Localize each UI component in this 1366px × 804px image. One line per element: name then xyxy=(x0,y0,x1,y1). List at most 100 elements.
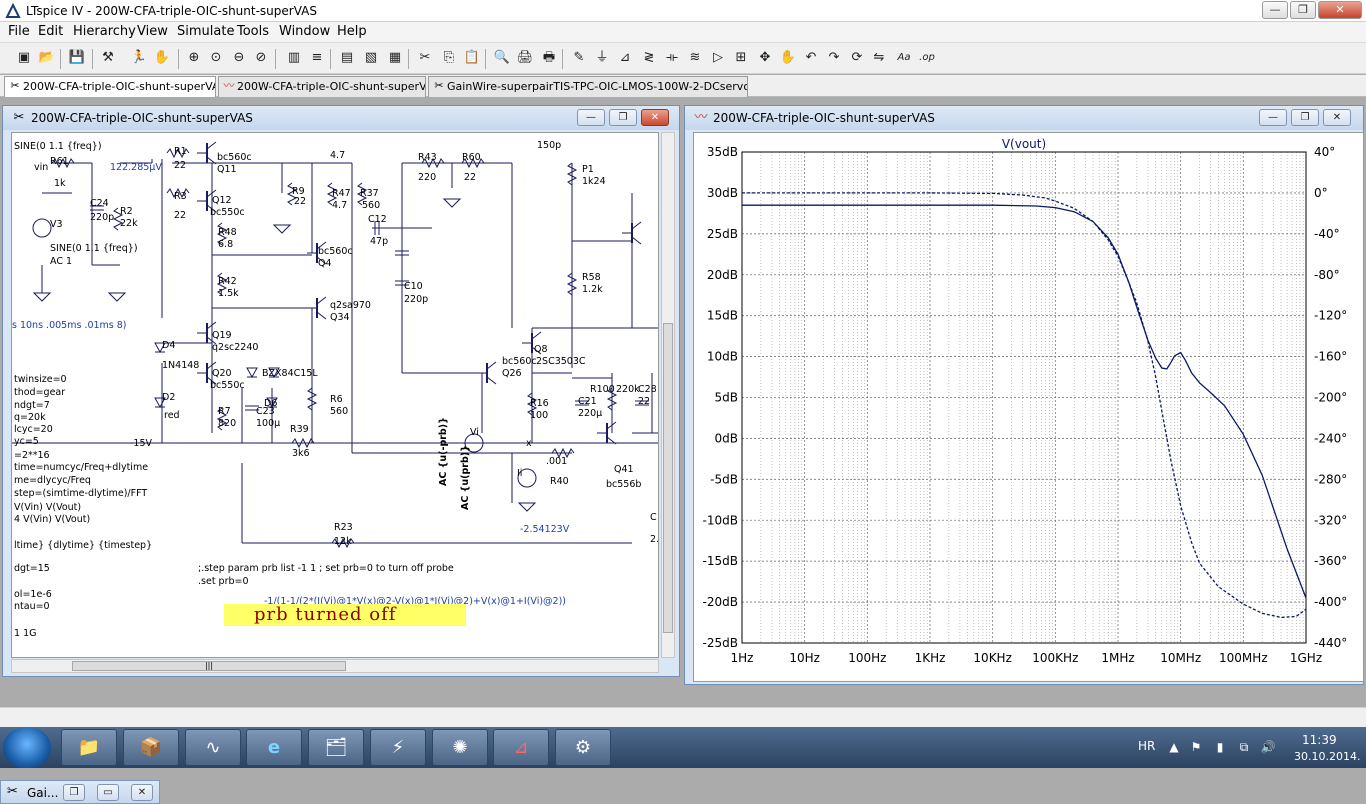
oscilloscope-icon[interactable]: ∿ xyxy=(185,729,241,766)
print-icon[interactable]: 🖨 xyxy=(516,50,534,65)
tile-horizontal-icon[interactable]: ▤ xyxy=(340,50,354,65)
menu-hierarchy[interactable]: Hierarchy xyxy=(73,24,136,39)
drag-icon[interactable]: ✋ xyxy=(779,50,797,65)
diode-icon[interactable]: ▷ xyxy=(713,50,723,65)
schematic-label: R2 xyxy=(120,206,133,217)
transistor-symbol xyxy=(206,141,217,150)
vertical-scroll-thumb[interactable] xyxy=(663,323,673,633)
capacitor-icon[interactable]: ⟛ xyxy=(666,50,678,65)
schematic-label: 1N4148 xyxy=(162,360,199,371)
minimized-close-button[interactable]: ✕ xyxy=(131,784,153,801)
undo-icon[interactable]: ↶ xyxy=(805,50,817,65)
print-preview-icon[interactable]: 🖶 xyxy=(542,50,556,65)
tile-vertical-icon[interactable]: ▧ xyxy=(364,50,378,65)
explorer-icon[interactable]: 📁 xyxy=(61,729,117,766)
component-icon[interactable]: ⊞ xyxy=(735,50,747,65)
close-button[interactable]: ✕ xyxy=(1318,1,1362,19)
tab-label: 200W-CFA-triple-OIC-shunt-superVAS xyxy=(23,80,216,93)
schematic-label: 220k xyxy=(616,384,640,395)
cut-icon[interactable]: ✂ xyxy=(419,50,431,65)
menu-simulate[interactable]: Simulate xyxy=(177,24,235,39)
tab-waveform[interactable]: 〰 200W-CFA-triple-OIC-shunt-superVAS xyxy=(218,76,426,97)
gear-app-icon[interactable]: ⚙ xyxy=(555,729,611,766)
schematic-minimize-button[interactable]: — xyxy=(577,109,605,126)
text-icon[interactable]: Aa xyxy=(897,52,911,63)
schematic-close-button[interactable]: ✕ xyxy=(641,109,669,126)
control-panel-icon[interactable]: ⚒ xyxy=(102,50,114,65)
ground-symbol xyxy=(517,502,537,512)
new-schematic-icon[interactable]: ▣ xyxy=(17,50,31,65)
zoom-fit-icon[interactable]: ⊙ xyxy=(210,50,222,65)
language-indicator[interactable]: HR xyxy=(1138,739,1156,753)
zoom-in-icon[interactable]: ⊕ xyxy=(188,50,200,65)
network-icon[interactable]: ⧉ xyxy=(1239,740,1249,754)
minimized-maximize-button[interactable]: ▭ xyxy=(97,784,119,801)
schematic-label: D4 xyxy=(162,340,175,351)
folder-icon[interactable]: 🗂 xyxy=(308,729,364,766)
open-icon[interactable]: 📂 xyxy=(38,50,56,65)
paste-icon[interactable]: 📋 xyxy=(463,50,481,65)
clock-time[interactable]: 11:39 xyxy=(1302,733,1337,747)
device-icon[interactable]: ▮ xyxy=(1216,740,1224,754)
tab-schematic[interactable]: ✂ 200W-CFA-triple-OIC-shunt-superVAS xyxy=(4,76,216,97)
label-icon[interactable]: ⊿ xyxy=(619,50,631,65)
menu-window[interactable]: Window xyxy=(279,24,331,39)
minimized-restore-button[interactable]: ❐ xyxy=(63,784,85,801)
cascade-icon[interactable]: ▦ xyxy=(388,50,402,65)
menu-help[interactable]: Help xyxy=(337,24,367,39)
start-button[interactable] xyxy=(3,728,51,768)
schematic-label: x xyxy=(526,438,532,449)
volume-icon[interactable]: 🔊 xyxy=(1260,740,1276,754)
x-tick-label: 10MHz xyxy=(1160,651,1201,665)
package-icon[interactable]: 📦 xyxy=(123,729,179,766)
flag-icon[interactable]: ⚑ xyxy=(1190,740,1202,754)
resistor-icon[interactable]: ≷ xyxy=(643,50,655,65)
ground-icon[interactable]: ⏚ xyxy=(595,50,609,65)
waveform-close-button[interactable]: ✕ xyxy=(1323,109,1351,126)
cancel-zoom-icon[interactable]: ⊘ xyxy=(255,50,267,65)
menu-edit[interactable]: Edit xyxy=(38,24,64,39)
show-hidden-icons-icon[interactable]: ▲ xyxy=(1169,740,1179,754)
pdf-icon[interactable]: ⊿ xyxy=(493,729,549,766)
mark-icon[interactable]: ≡ xyxy=(311,50,323,65)
inductor-icon[interactable]: ≋ xyxy=(689,50,701,65)
move-icon[interactable]: ✥ xyxy=(759,50,771,65)
splat-icon[interactable]: ✺ xyxy=(432,729,488,766)
ltspice-icon[interactable]: ⚡ xyxy=(370,729,426,766)
waveform-minimize-button[interactable]: — xyxy=(1259,109,1287,126)
copy-icon[interactable]: ⎘ xyxy=(443,50,455,65)
halt-icon[interactable]: ✋ xyxy=(153,50,171,65)
y-left-tick-label: 35dB xyxy=(707,145,738,159)
schematic-label: P1 xyxy=(582,164,594,175)
tab-gainwire-schematic[interactable]: ✂ GainWire-superpairTIS-TPC-OIC-LMOS-100… xyxy=(428,76,748,97)
menu-file[interactable]: File xyxy=(8,24,30,39)
mirror-icon[interactable]: ⇋ xyxy=(873,50,885,65)
spice-directive-icon[interactable]: .op xyxy=(919,52,935,63)
menu-tools[interactable]: Tools xyxy=(237,24,270,39)
minimized-window[interactable]: ✂ Gai... ❐ ▭ ✕ xyxy=(0,780,160,804)
transistor-symbol xyxy=(206,361,217,370)
waveform-restore-button[interactable]: ❐ xyxy=(1291,109,1319,126)
schematic-label: V3 xyxy=(50,219,63,230)
ground-symbol xyxy=(107,292,127,302)
wire-icon[interactable]: ✎ xyxy=(573,50,585,65)
clock-date[interactable]: 30.10.2014. xyxy=(1294,750,1361,763)
zoom-out-icon[interactable]: ⊖ xyxy=(233,50,245,65)
internet-explorer-icon[interactable]: e xyxy=(246,729,302,766)
schematic-restore-button[interactable]: ❐ xyxy=(609,109,637,126)
redo-icon[interactable]: ↷ xyxy=(828,50,840,65)
autorange-icon[interactable]: ▥ xyxy=(287,50,301,65)
find-icon[interactable]: 🔍 xyxy=(493,50,511,65)
schematic-horizontal-scrollbar[interactable]: ||| xyxy=(11,659,659,673)
menu-view[interactable]: View xyxy=(137,24,168,39)
rotate-icon[interactable]: ⟳ xyxy=(851,50,863,65)
schematic-vertical-scrollbar[interactable] xyxy=(661,132,675,658)
maximize-button[interactable]: ❐ xyxy=(1290,1,1316,19)
tab-label: GainWire-superpairTIS-TPC-OIC-LMOS-100W-… xyxy=(447,80,748,93)
run-icon[interactable]: 🏃 xyxy=(130,50,148,65)
save-icon[interactable]: 💾 xyxy=(68,50,86,65)
minimize-button[interactable]: — xyxy=(1262,1,1288,19)
horizontal-scroll-thumb[interactable]: ||| xyxy=(72,661,346,671)
